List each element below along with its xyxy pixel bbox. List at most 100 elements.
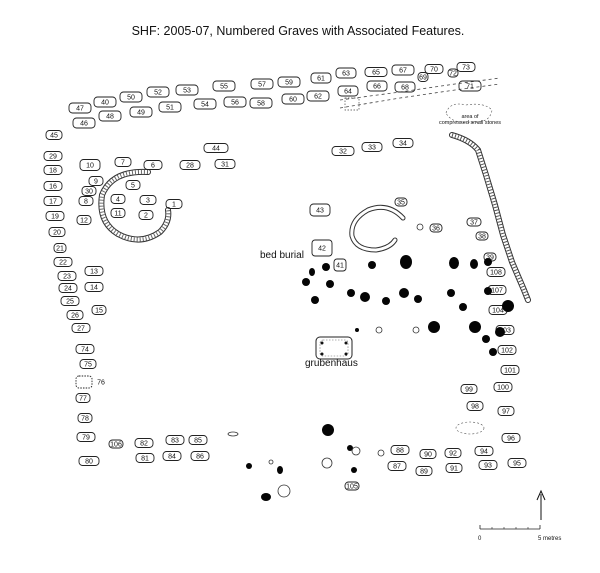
grave-outline <box>394 81 416 93</box>
grave-number: 104 <box>492 307 504 314</box>
grave-number: 32 <box>339 148 347 155</box>
pit-filled <box>347 289 355 297</box>
grave-outline <box>143 160 163 170</box>
grave-number: 89 <box>420 468 428 475</box>
grave-outline <box>331 146 355 156</box>
grave-24: 24 <box>58 283 78 293</box>
pit-filled <box>368 261 376 269</box>
grave-63: 63 <box>335 67 357 79</box>
grave-number: 13 <box>90 268 98 275</box>
grave-number: 34 <box>399 140 407 147</box>
grave-100: 100 <box>493 382 513 392</box>
pit-filled <box>459 303 467 311</box>
grave-outline <box>98 110 122 122</box>
grave-outline <box>193 98 217 110</box>
grave-outline <box>84 282 104 292</box>
grave-10: 10 <box>79 159 101 171</box>
grave-number: 105 <box>346 483 358 490</box>
grave-outline <box>179 160 201 170</box>
grave-number: 81 <box>141 455 149 462</box>
grave-number: 8 <box>84 198 88 205</box>
grave-outline <box>134 438 154 448</box>
grave-54: 54 <box>193 98 217 110</box>
grave-20: 20 <box>48 227 66 237</box>
grubenhaus-posthole <box>344 341 348 345</box>
grave-81: 81 <box>135 453 155 463</box>
pit-filled <box>322 263 330 271</box>
pit-open <box>227 431 239 437</box>
grave-number: 82 <box>140 440 148 447</box>
grave-23: 23 <box>57 271 77 281</box>
grave-outline <box>466 217 482 227</box>
grave-82: 82 <box>134 438 154 448</box>
grave-number: 44 <box>212 145 220 152</box>
grave-outline <box>497 345 517 355</box>
grave-number: 87 <box>393 463 401 470</box>
grave-number: 38 <box>478 233 486 240</box>
grave-number: 84 <box>168 453 176 460</box>
pit-filled <box>449 257 459 269</box>
grave-number: 85 <box>194 437 202 444</box>
grave-29: 29 <box>43 151 63 161</box>
grave-outline <box>165 199 183 209</box>
pit-filled <box>414 295 422 303</box>
grave-outline <box>309 203 331 217</box>
grave-outline <box>53 243 67 253</box>
grave-72: 72 <box>447 68 459 78</box>
grave-outline <box>429 223 443 233</box>
grave-46: 46 <box>72 117 96 129</box>
grave-number: 30 <box>85 188 93 195</box>
grave-number: 2 <box>144 212 148 219</box>
scale-start-label: 0 <box>478 536 482 542</box>
pit-open <box>377 449 385 457</box>
grave-number: 67 <box>399 67 407 74</box>
grave-56: 56 <box>223 96 247 108</box>
feature-76: 76 <box>75 375 105 389</box>
grave-number: 47 <box>76 105 84 112</box>
pit-filled <box>351 467 357 473</box>
pit-open <box>268 459 274 465</box>
grave-number: 50 <box>127 94 135 101</box>
grave-outline <box>444 448 462 458</box>
pit-filled <box>355 328 359 332</box>
grave-outline <box>68 102 92 114</box>
grave-outline <box>162 451 182 461</box>
feature-outline <box>333 258 347 272</box>
grave-88: 88 <box>390 445 410 455</box>
grave-number: 60 <box>289 96 297 103</box>
grave-66: 66 <box>366 80 388 92</box>
grave-15: 15 <box>91 305 107 315</box>
grave-outline <box>478 460 498 470</box>
grave-outline <box>108 439 124 449</box>
pit-filled <box>326 280 334 288</box>
grave-outline <box>415 466 433 476</box>
grave-78: 78 <box>77 413 93 423</box>
grave-1: 1 <box>165 199 183 209</box>
pit-filled <box>482 335 490 343</box>
grave-number: 12 <box>80 217 88 224</box>
grave-58: 58 <box>249 97 273 109</box>
pit-filled <box>360 292 370 302</box>
grave-93: 93 <box>478 460 498 470</box>
grave-number: 7 <box>121 159 125 166</box>
grave-outline <box>486 267 506 277</box>
grave-40: 40 <box>93 96 117 108</box>
grave-number: 22 <box>59 259 67 266</box>
grave-83: 83 <box>165 435 185 445</box>
grave-87: 87 <box>387 461 407 471</box>
pit-filled <box>489 348 497 356</box>
grave-number: 37 <box>470 219 478 226</box>
grave-outline <box>501 433 521 443</box>
grave-number: 54 <box>201 101 209 108</box>
grave-90: 90 <box>419 449 437 459</box>
plan-title: SHF: 2005-07, Numbered Graves with Assoc… <box>132 24 465 38</box>
grave-outline <box>53 257 73 267</box>
grave-25: 25 <box>60 296 80 306</box>
oval-feature <box>455 421 485 435</box>
grave-outline <box>60 296 80 306</box>
grave-number: 53 <box>183 87 191 94</box>
grave-84: 84 <box>162 451 182 461</box>
grave-outline <box>75 344 95 354</box>
grave-68: 68 <box>394 81 416 93</box>
